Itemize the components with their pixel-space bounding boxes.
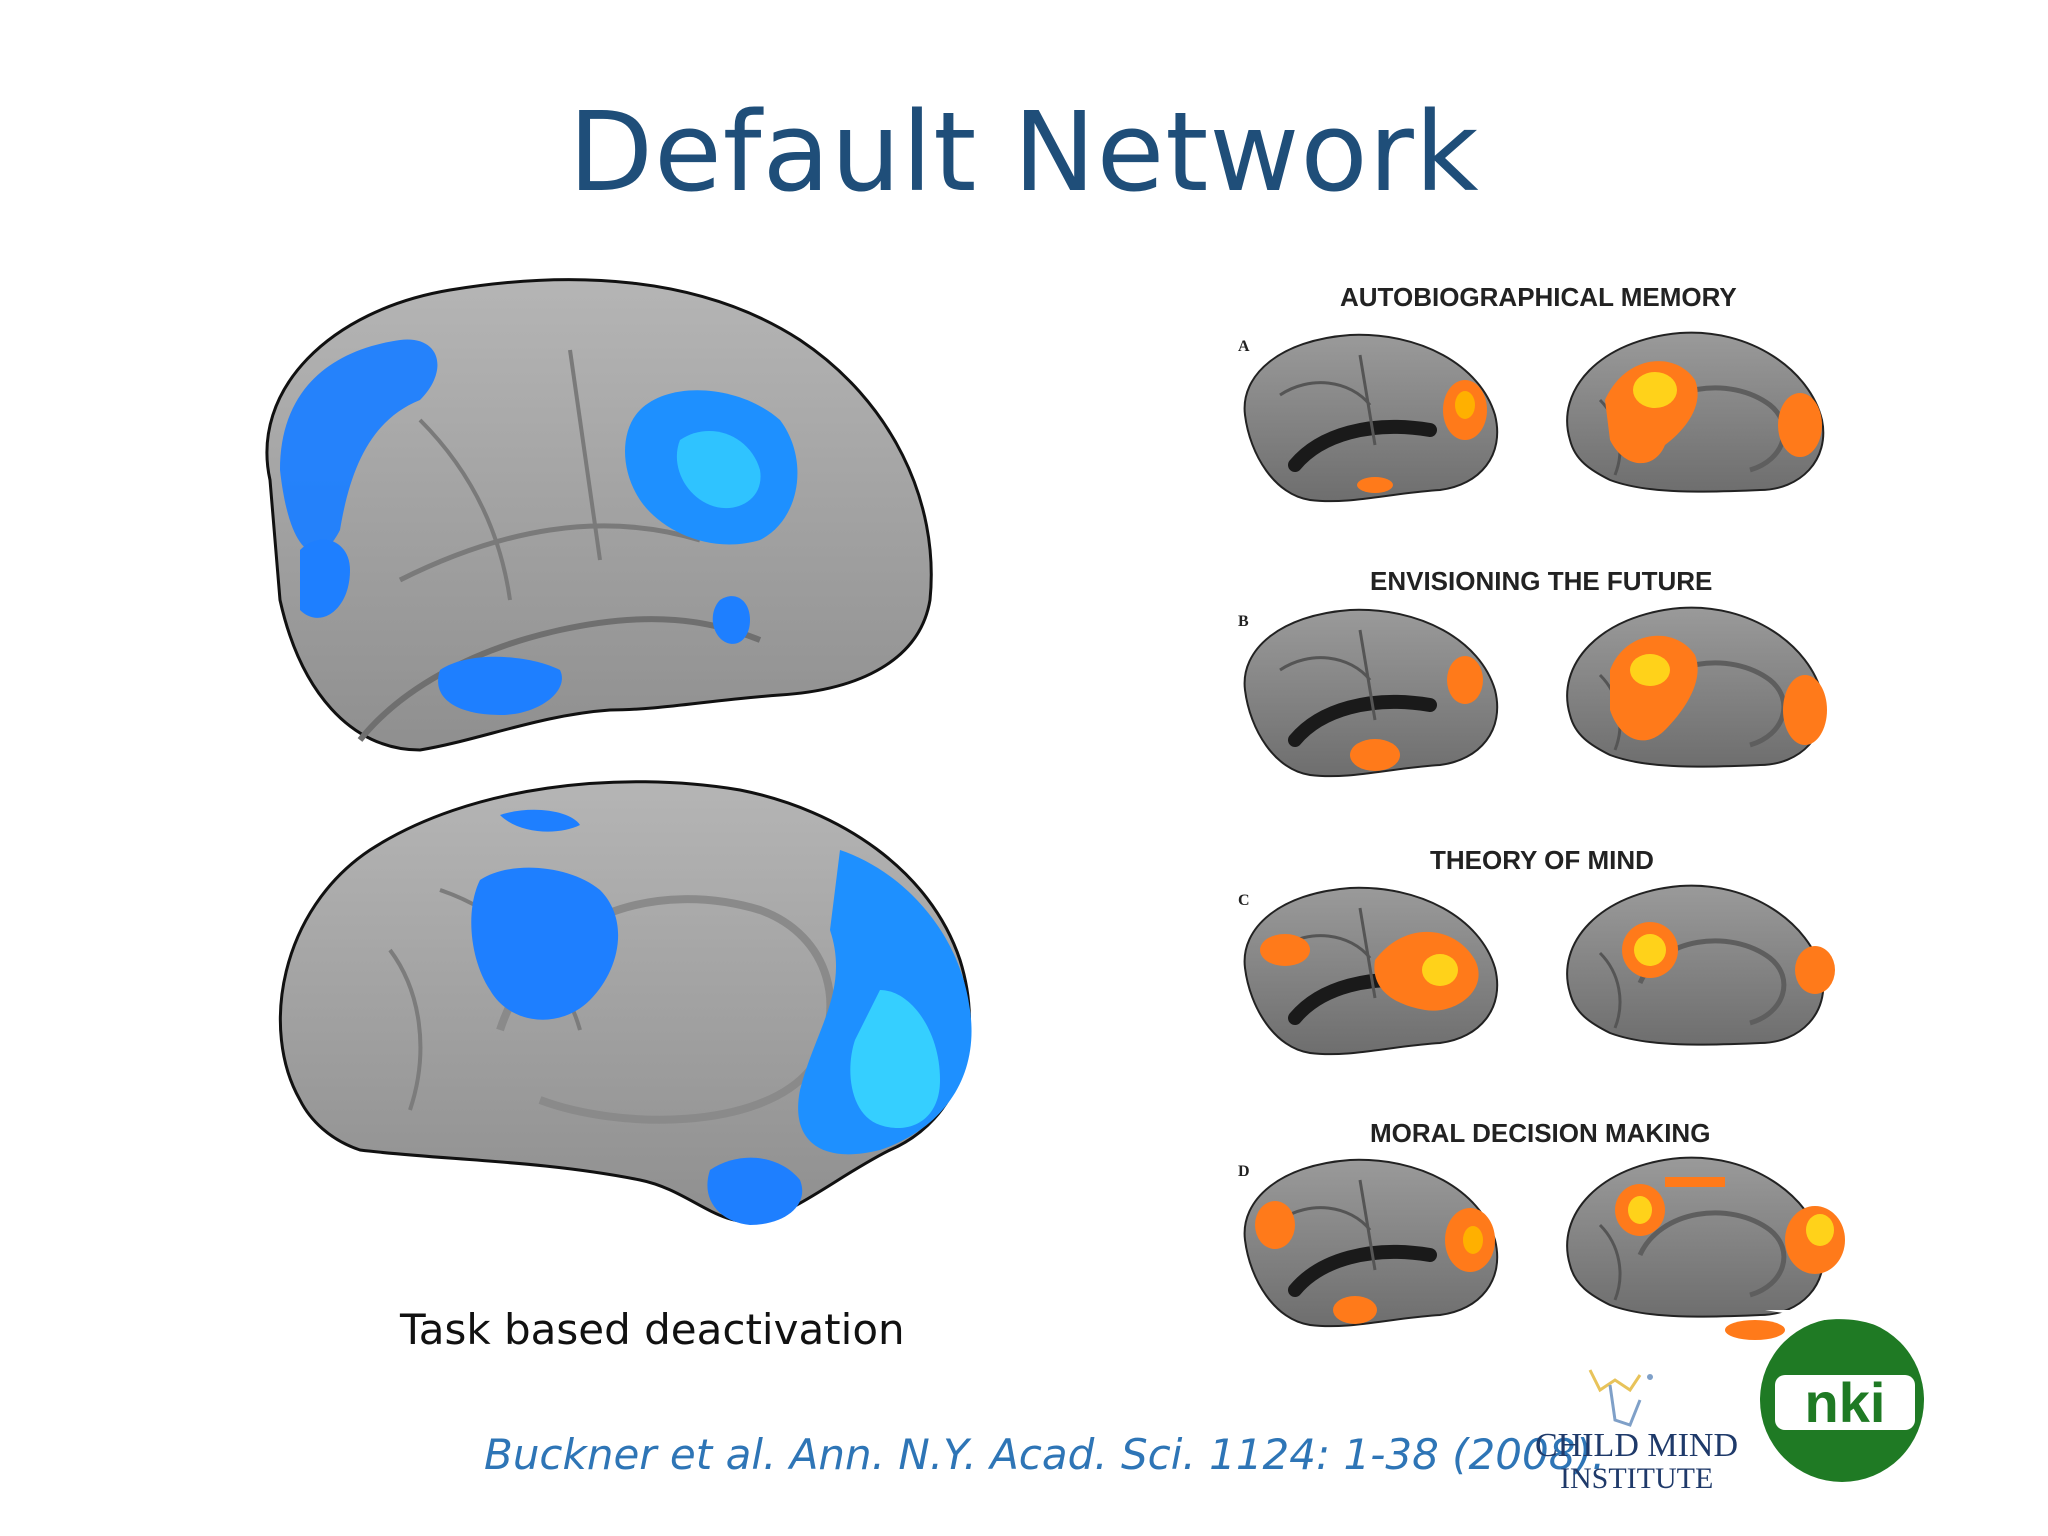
- activation-panels-figure: AUTOBIOGRAPHICAL MEMORY A ENVISIONING TH…: [1225, 270, 1885, 1380]
- panel-a-letter: A: [1238, 338, 1250, 355]
- activation-brains: [1225, 270, 1845, 1340]
- child-mind-institute-logo: CHILD MIND INSTITUTE: [1520, 1365, 1760, 1505]
- panel-c-title: THEORY OF MIND: [1430, 845, 1654, 875]
- panel-b-letter: B: [1238, 613, 1249, 630]
- nki-logo-text: nki: [1805, 1371, 1886, 1434]
- medial-brain: [278, 780, 972, 1225]
- panel-d-letter: D: [1238, 1163, 1250, 1180]
- lateral-brain: [265, 278, 933, 752]
- panel-c-letter: C: [1238, 892, 1250, 909]
- panel-a-title: AUTOBIOGRAPHICAL MEMORY: [1340, 282, 1737, 312]
- child-mind-line2: INSTITUTE: [1560, 1462, 1714, 1495]
- panel-d-title: MORAL DECISION MAKING: [1370, 1118, 1711, 1148]
- slide-title: Default Network: [568, 88, 1480, 216]
- figure-caption: Task based deactivation: [400, 1305, 905, 1354]
- child-mind-line1: CHILD MIND: [1535, 1427, 1739, 1464]
- citation: Buckner et al. Ann. N.Y. Acad. Sci. 1124…: [484, 1430, 1606, 1479]
- nki-logo: nki: [1760, 1310, 1930, 1482]
- deactivation-brain-figure: [265, 278, 972, 1225]
- child-mind-logo-mark: [1588, 1369, 1653, 1427]
- panel-b-title: ENVISIONING THE FUTURE: [1370, 566, 1713, 596]
